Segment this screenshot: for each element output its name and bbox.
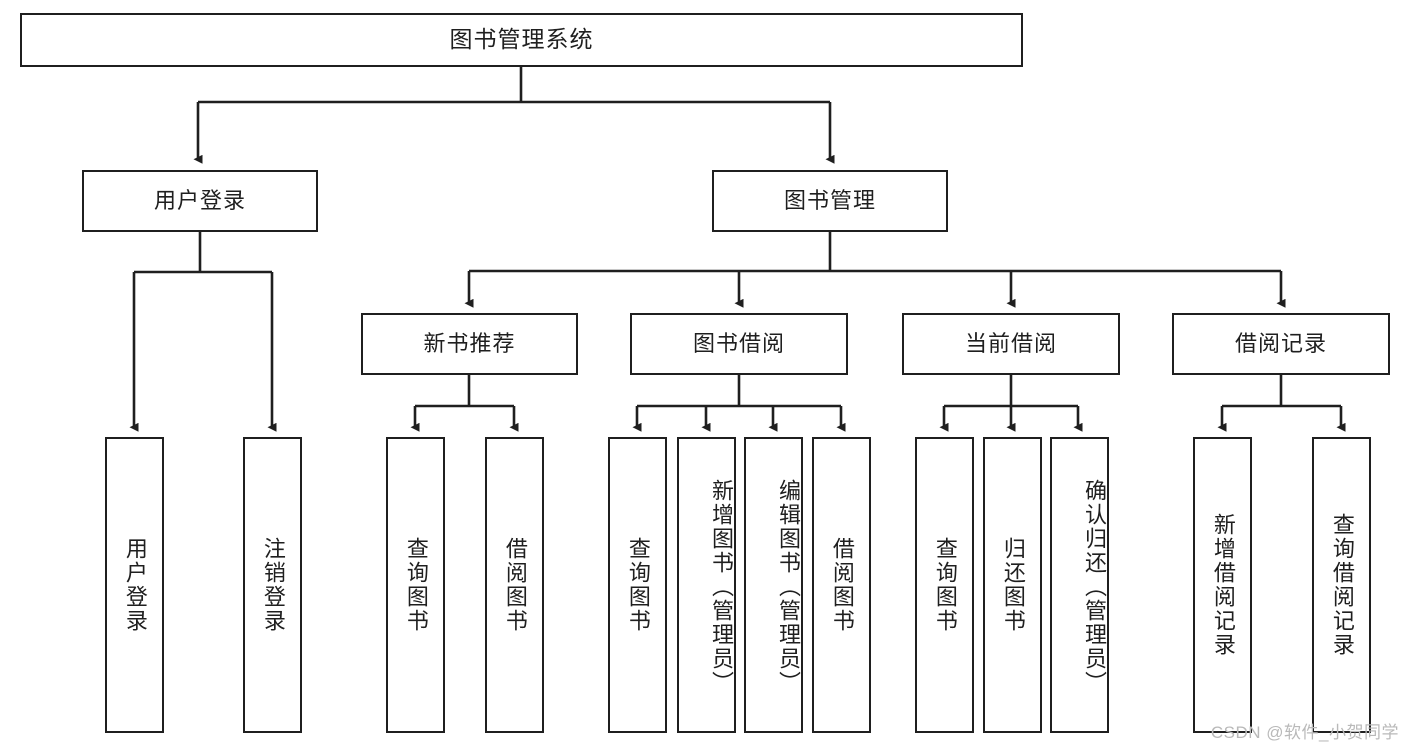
leaf-query-book-current[interactable]: 查询图书 — [915, 437, 974, 733]
node-label: 编辑图书（管理员） — [776, 479, 801, 695]
node-label: 用户登录 — [122, 537, 148, 633]
node-label: 借阅图书 — [829, 537, 855, 633]
node-book-borrow[interactable]: 图书借阅 — [630, 313, 848, 375]
node-borrow-record[interactable]: 借阅记录 — [1172, 313, 1390, 375]
leaf-add-borrow-record[interactable]: 新增借阅记录 — [1193, 437, 1252, 733]
node-label: 图书管理 — [783, 187, 876, 213]
node-label: 注销登录 — [260, 537, 286, 633]
leaf-borrow-book-borrow[interactable]: 借阅图书 — [812, 437, 871, 733]
leaf-query-book-recommend[interactable]: 查询图书 — [386, 437, 445, 733]
leaf-borrow-book-recommend[interactable]: 借阅图书 — [485, 437, 544, 733]
node-root-book-management-system[interactable]: 图书管理系统 — [20, 13, 1023, 67]
node-label: 查询图书 — [625, 537, 651, 633]
node-label: 当前借阅 — [964, 330, 1057, 356]
node-label: 归还图书 — [1000, 537, 1026, 633]
node-label: 新书推荐 — [423, 330, 516, 356]
node-label: 图书借阅 — [692, 330, 785, 356]
node-label: 查询借阅记录 — [1329, 513, 1355, 657]
leaf-return-book[interactable]: 归还图书 — [983, 437, 1042, 733]
node-label: 借阅记录 — [1234, 330, 1327, 356]
node-label: 查询图书 — [403, 537, 429, 633]
node-label: 确认归还（管理员） — [1082, 479, 1107, 695]
leaf-confirm-return-admin[interactable]: 确认归还（管理员） — [1050, 437, 1109, 733]
node-label: 新增图书（管理员） — [709, 479, 734, 695]
node-label: 查询图书 — [932, 537, 958, 633]
leaf-logout-login[interactable]: 注销登录 — [243, 437, 302, 733]
node-book-management[interactable]: 图书管理 — [712, 170, 948, 232]
leaf-query-book-borrow[interactable]: 查询图书 — [608, 437, 667, 733]
node-label: 用户登录 — [153, 187, 246, 213]
node-user-login[interactable]: 用户登录 — [82, 170, 318, 232]
leaf-user-login[interactable]: 用户登录 — [105, 437, 164, 733]
node-label: 新增借阅记录 — [1210, 513, 1236, 657]
leaf-add-book-admin[interactable]: 新增图书（管理员） — [677, 437, 736, 733]
leaf-edit-book-admin[interactable]: 编辑图书（管理员） — [744, 437, 803, 733]
node-new-book-recommend[interactable]: 新书推荐 — [361, 313, 578, 375]
node-current-borrow[interactable]: 当前借阅 — [902, 313, 1120, 375]
leaf-query-borrow-record[interactable]: 查询借阅记录 — [1312, 437, 1371, 733]
node-label: 借阅图书 — [502, 537, 528, 633]
node-label: 图书管理系统 — [449, 26, 594, 53]
